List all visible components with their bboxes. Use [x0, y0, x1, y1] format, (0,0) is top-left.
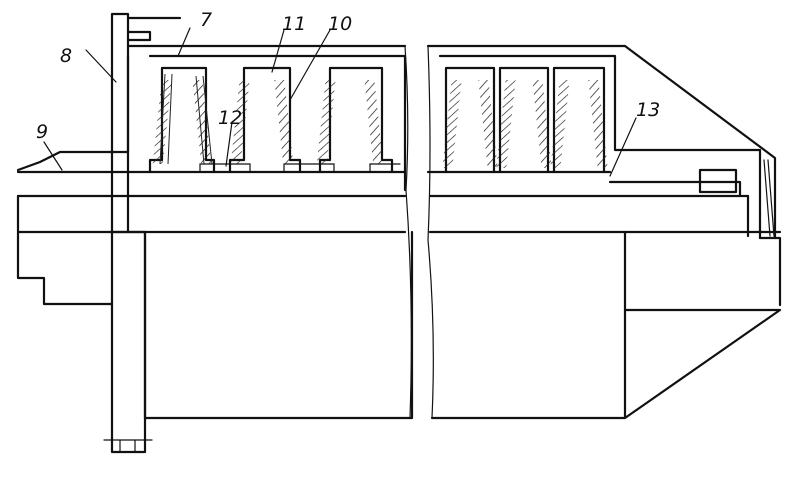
- leader-lines: [43, 27, 637, 177]
- flange-ticks: [103, 439, 153, 453]
- end-cap: [746, 194, 782, 307]
- body-lower-right: [430, 230, 782, 420]
- callout-9: 9: [36, 121, 48, 143]
- spring-cell-2: [228, 66, 302, 174]
- spring-cell-4: [442, 66, 498, 174]
- end-cap-hatch: [763, 159, 775, 237]
- shaft-end-left: [16, 194, 114, 306]
- housing-inner-wall-left: [16, 54, 130, 172]
- right-section: [426, 44, 782, 420]
- callout-8: 8: [60, 45, 72, 67]
- housing-top-right: [426, 44, 777, 240]
- spring-cell-5: [496, 66, 552, 174]
- callout-10: 10: [328, 13, 352, 35]
- spring-cell-1: [148, 66, 216, 174]
- callout-7: 7: [200, 9, 212, 31]
- callout-13: 13: [636, 99, 660, 121]
- spring-cell-6: [550, 66, 608, 174]
- collars-left: [199, 163, 401, 173]
- key-block: [698, 168, 738, 194]
- housing-top-left: [126, 44, 407, 192]
- break-line-left: [404, 45, 412, 419]
- body-lower-left: [143, 230, 414, 420]
- callout-12: 12: [218, 107, 242, 129]
- callout-11: 11: [282, 13, 306, 35]
- spring-cell-3: [316, 66, 394, 174]
- shaft-right: [426, 170, 782, 234]
- shaft-left: [16, 170, 407, 234]
- break-line-right: [427, 45, 434, 419]
- flange-lip: [126, 16, 182, 42]
- left-section: [16, 12, 414, 454]
